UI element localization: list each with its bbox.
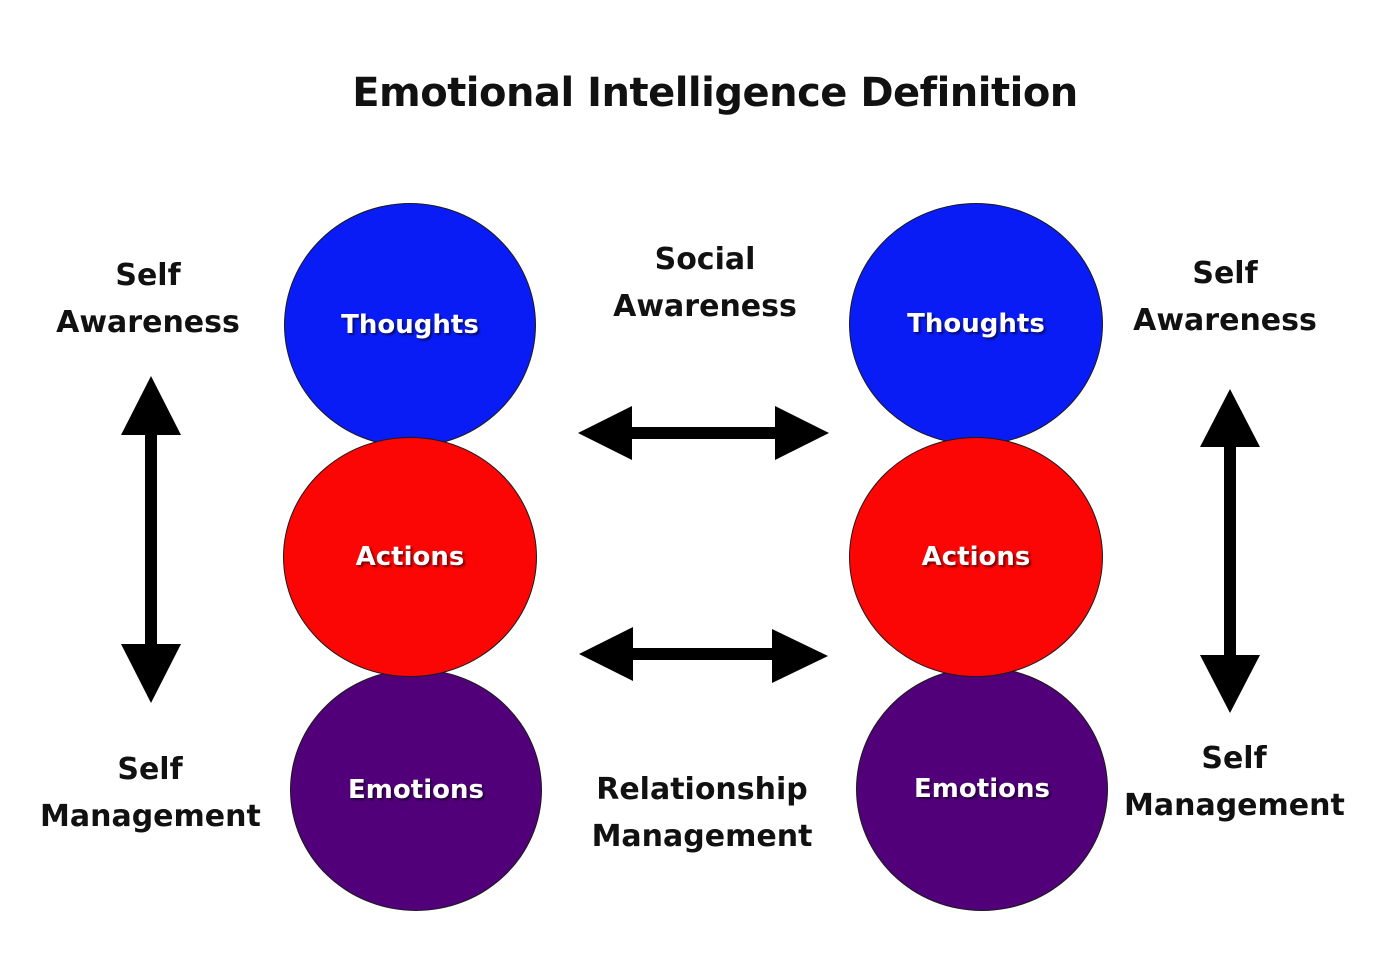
right-self-management-line2: Management xyxy=(1124,788,1345,823)
relationship-management-line1: Relationship xyxy=(596,772,808,807)
left-self-management-line1: Self xyxy=(117,752,183,787)
left-vertical-arrow-icon xyxy=(121,376,181,703)
left-self-management-label: Self Management xyxy=(40,746,261,840)
bottom-horizontal-arrow-icon xyxy=(579,627,828,683)
left-thoughts-text: Thoughts xyxy=(341,310,479,340)
left-actions-circle: Actions xyxy=(283,437,537,677)
social-awareness-line2: Awareness xyxy=(613,289,797,324)
right-emotions-circle: Emotions xyxy=(856,667,1108,911)
right-vertical-arrow-icon xyxy=(1200,389,1260,713)
relationship-management-line2: Management xyxy=(591,819,813,854)
right-actions-circle: Actions xyxy=(849,437,1103,677)
right-self-awareness-label: Self Awareness xyxy=(1125,250,1325,344)
right-self-awareness-line2: Awareness xyxy=(1133,303,1317,338)
left-self-awareness-line2: Awareness xyxy=(56,305,240,340)
left-self-management-line2: Management xyxy=(40,799,261,834)
top-horizontal-arrow-icon xyxy=(578,406,829,460)
right-actions-text: Actions xyxy=(921,542,1031,572)
right-emotions-text: Emotions xyxy=(914,774,1050,804)
right-thoughts-text: Thoughts xyxy=(907,309,1045,339)
left-self-awareness-label: Self Awareness xyxy=(48,252,248,346)
left-self-awareness-line1: Self xyxy=(115,258,181,293)
right-thoughts-circle: Thoughts xyxy=(849,203,1103,445)
left-actions-text: Actions xyxy=(355,542,465,572)
relationship-management-label: Relationship Management xyxy=(582,766,822,860)
page-title: Emotional Intelligence Definition xyxy=(352,70,1078,116)
social-awareness-label: Social Awareness xyxy=(605,236,805,330)
right-self-awareness-line1: Self xyxy=(1192,256,1258,291)
social-awareness-line1: Social xyxy=(654,242,756,277)
left-emotions-circle: Emotions xyxy=(290,669,542,911)
left-thoughts-circle: Thoughts xyxy=(284,203,536,447)
left-emotions-text: Emotions xyxy=(348,775,484,805)
right-self-management-label: Self Management xyxy=(1124,735,1345,829)
right-self-management-line1: Self xyxy=(1201,741,1267,776)
